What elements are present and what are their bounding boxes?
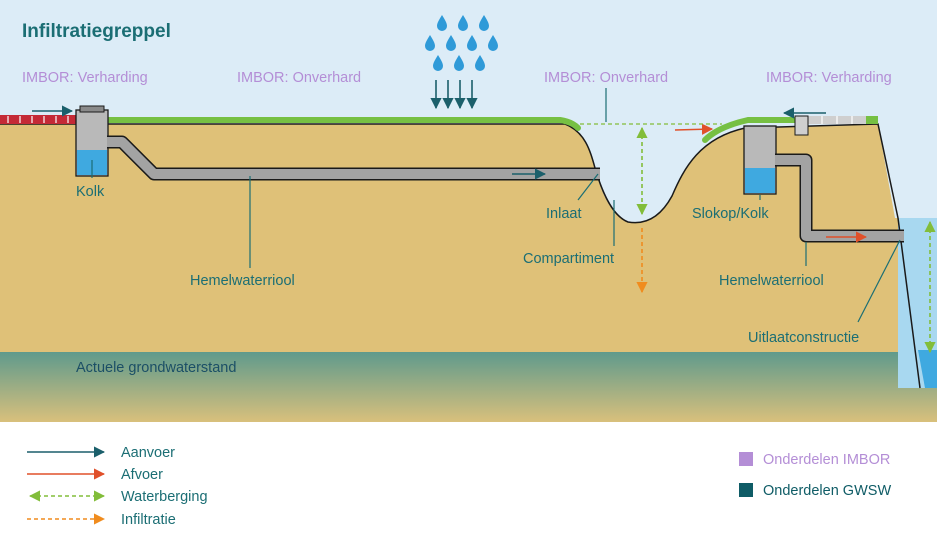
label-hemelwaterriool-left: Hemelwaterriool	[190, 273, 295, 289]
label-inlaat: Inlaat	[546, 206, 581, 222]
label-compartiment: Compartiment	[523, 251, 614, 267]
ground-line	[0, 123, 921, 389]
label-slokop-kolk: Slokop/Kolk	[692, 206, 769, 222]
legend-imbor-label: Onderdelen IMBOR	[763, 452, 890, 468]
grass-right	[702, 117, 803, 143]
leader-lines	[91, 88, 901, 323]
zone-label-right: IMBOR: Verharding	[766, 70, 892, 86]
label-uitlaatconstructie: Uitlaatconstructie	[748, 330, 859, 346]
label-grondwaterstand: Actuele grondwaterstand	[76, 360, 236, 376]
label-kolk: Kolk	[76, 184, 105, 200]
pavement-left-joints	[7, 116, 69, 123]
zone-label-left: IMBOR: Verharding	[22, 70, 148, 86]
zone-label-center: IMBOR: Onverhard	[237, 70, 361, 86]
legend-imbor-swatch	[739, 452, 753, 466]
grass-right-end	[866, 116, 878, 124]
swale-water	[575, 124, 725, 222]
afvoer-arrow-swale	[674, 123, 714, 135]
slokop-kolk-right	[743, 115, 809, 195]
pavement-left	[0, 115, 76, 124]
groundwater-band	[0, 352, 937, 422]
legend-gwsw-label: Onderdelen GWSW	[763, 483, 891, 499]
rain-arrows	[430, 80, 478, 110]
surface-water-deep	[918, 350, 937, 388]
pipe-left-fill	[107, 137, 600, 179]
rain-drops	[425, 15, 498, 71]
legend-afvoer-label: Afvoer	[121, 467, 163, 483]
legend-waterberging-label: Waterberging	[121, 489, 208, 505]
zone-label-swale: IMBOR: Onverhard	[544, 70, 668, 86]
pavement-right	[808, 116, 866, 124]
legend-infiltratie-label: Infiltratie	[121, 512, 176, 528]
grass-left	[105, 117, 581, 131]
legend: Aanvoer Afvoer Waterberging Infiltratie …	[27, 445, 891, 528]
diagram-title: Infiltratiegreppel	[22, 21, 171, 42]
soil-profile	[0, 124, 937, 422]
legend-gwsw-swatch	[739, 483, 753, 497]
legend-aanvoer-label: Aanvoer	[121, 445, 175, 461]
pipe-right-fill	[775, 155, 904, 241]
label-hemelwaterriool-right: Hemelwaterriool	[719, 273, 824, 289]
